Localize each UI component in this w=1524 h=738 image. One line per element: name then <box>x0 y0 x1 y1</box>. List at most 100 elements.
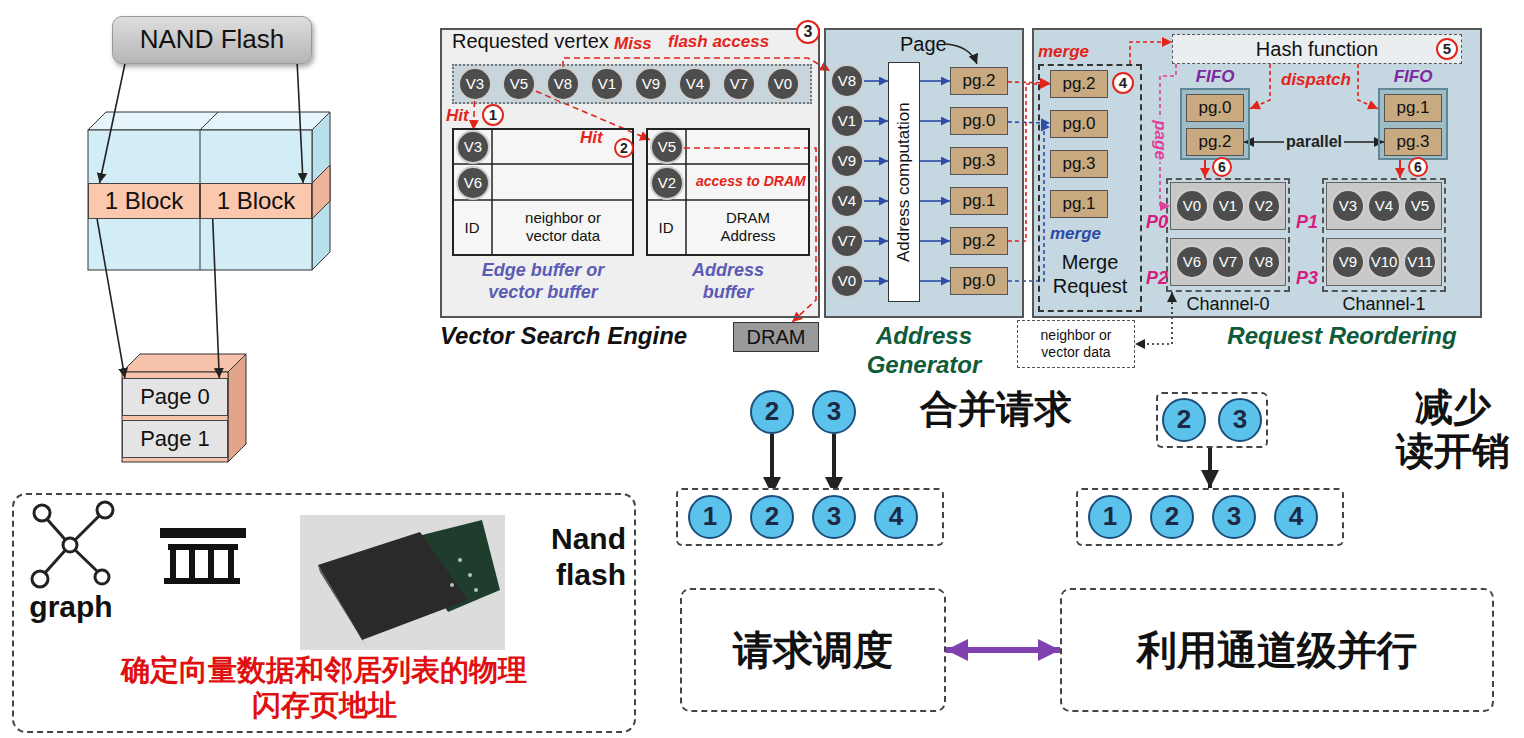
edge-label: parallel <box>1284 133 1344 151</box>
vertex-circle: V9 <box>830 144 864 178</box>
vertex-circle: V5 <box>1403 189 1437 223</box>
connector-arrow <box>864 200 888 202</box>
node-label: 1 <box>703 501 717 532</box>
node-label: V6 <box>464 174 482 192</box>
node-label: FIFO <box>1180 67 1250 87</box>
table-cell: neighbor or vector data <box>492 200 634 256</box>
vertex-circle: V11 <box>1403 245 1437 279</box>
vertex-circle: V5 <box>650 130 684 164</box>
icon-node <box>63 538 77 552</box>
number-circle: 3 <box>812 495 856 539</box>
vertex-circle: V7 <box>722 67 756 101</box>
plane-row: P2V6V7V8 <box>1170 238 1286 286</box>
connector-arrow <box>946 647 1060 653</box>
channel-group: Channel-0P0V0V1V2P2V6V7V8 <box>1166 178 1290 292</box>
block-band: 1 Block <box>200 183 312 219</box>
table-rule <box>452 199 634 201</box>
number-circle: 3 <box>1218 398 1262 442</box>
table-rule <box>491 128 493 256</box>
bridge-pillar <box>228 550 234 580</box>
node-label: V4 <box>686 75 704 93</box>
number-circle: 1 <box>1088 495 1132 539</box>
edge-label: Hit <box>444 106 471 126</box>
vertex-circle: V8 <box>1247 245 1281 279</box>
callout-number: 6 <box>1408 157 1428 177</box>
node-label: 3 <box>1227 501 1241 532</box>
connector-arrow <box>1008 82 1050 83</box>
node-label: pg.0 <box>1062 114 1095 134</box>
page-box: pg.0 <box>1050 110 1108 138</box>
node-label: 3 <box>827 501 841 532</box>
plane-row: P1V3V4V5 <box>1326 182 1442 230</box>
node-label: 利用通道级并行 <box>1137 626 1417 674</box>
edge-label: merge <box>1048 224 1103 244</box>
vertex-queue: Requested vertexV3V5V8V1V9V4V7V0 <box>452 64 812 104</box>
panel-ground <box>1032 28 1482 318</box>
photo-ground <box>300 515 505 650</box>
node-label: pg.0 <box>1198 98 1231 118</box>
edge-label: flash access <box>666 32 771 52</box>
cube-top <box>88 112 330 130</box>
connector-arrow <box>864 240 888 242</box>
dram-box: DRAM <box>733 322 819 352</box>
node-label: V1 <box>838 112 856 130</box>
node-label: V4 <box>838 192 856 210</box>
buffer-table: Address bufferV5V2IDDRAM Address <box>646 128 810 256</box>
vertex-circle: V2 <box>1247 189 1281 223</box>
node-label: pg.1 <box>962 191 995 211</box>
vertex-circle: V2 <box>650 166 684 200</box>
node-label: pg.1 <box>1062 194 1095 214</box>
node-label: V3 <box>1339 197 1357 215</box>
cube-front <box>88 130 312 270</box>
vertex-circle: V1 <box>590 67 624 101</box>
node-label: V7 <box>1219 253 1237 271</box>
edge-label: merge <box>1036 42 1091 62</box>
node-label: V3 <box>466 75 484 93</box>
callout-number: 3 <box>796 20 820 44</box>
node-label: FIFO <box>1378 67 1448 87</box>
node-label: V9 <box>838 152 856 170</box>
node-label: 1 Block <box>105 187 184 216</box>
callout-number: 6 <box>1212 157 1232 177</box>
chip-pad <box>474 588 478 592</box>
icon-node <box>32 571 48 587</box>
vertex-circle: V8 <box>546 67 580 101</box>
vertex-circle: V1 <box>1211 189 1245 223</box>
node-label: Channel-1 <box>1322 294 1446 316</box>
page-box: pg.0 <box>950 107 1008 135</box>
compute-box: Address computation <box>888 62 920 302</box>
vertex-circle: V8 <box>830 64 864 98</box>
node-label: Channel-0 <box>1166 294 1290 316</box>
group-box: 23 <box>1156 392 1268 448</box>
connector-arrow <box>1208 448 1212 488</box>
page-box: pg.1 <box>1050 190 1108 218</box>
chip-pad <box>468 573 472 577</box>
node-label: V7 <box>838 232 856 250</box>
graph-icon <box>32 502 113 587</box>
page-box: Page 0 <box>122 378 228 416</box>
page-box: pg.0 <box>1186 94 1244 122</box>
node-label: neighbor or vector data <box>503 209 623 245</box>
connector-arrow <box>864 280 888 282</box>
page-box: pg.1 <box>1384 94 1442 122</box>
page-box: pg.2 <box>950 227 1008 255</box>
node-label: Edge buffer or vector buffer <box>458 260 628 303</box>
node-label: DRAM Address <box>708 209 788 245</box>
node-label: Hash function <box>1256 37 1378 61</box>
vertex-circle: V5 <box>502 67 536 101</box>
node-label: pg.2 <box>1198 132 1231 152</box>
info-panel: graphNand flash确定向量数据和邻居列表的物理闪存页地址 <box>12 493 636 733</box>
node-label: V1 <box>1219 197 1237 215</box>
table-ground <box>452 128 634 256</box>
edge-label: page <box>1150 118 1170 162</box>
node-label: pg.2 <box>1062 74 1095 94</box>
node-label: pg.0 <box>962 111 995 131</box>
vertex-circle: V7 <box>1211 245 1245 279</box>
bridge-deck <box>160 528 246 538</box>
cube-divider <box>200 112 218 130</box>
module-panel: PageAddress GeneratorV8V1V9V4V7V0Address… <box>824 28 1024 318</box>
connector-arrow <box>920 120 950 122</box>
node-label: Nand flash <box>520 521 626 593</box>
vertex-circle: V3 <box>456 130 490 164</box>
